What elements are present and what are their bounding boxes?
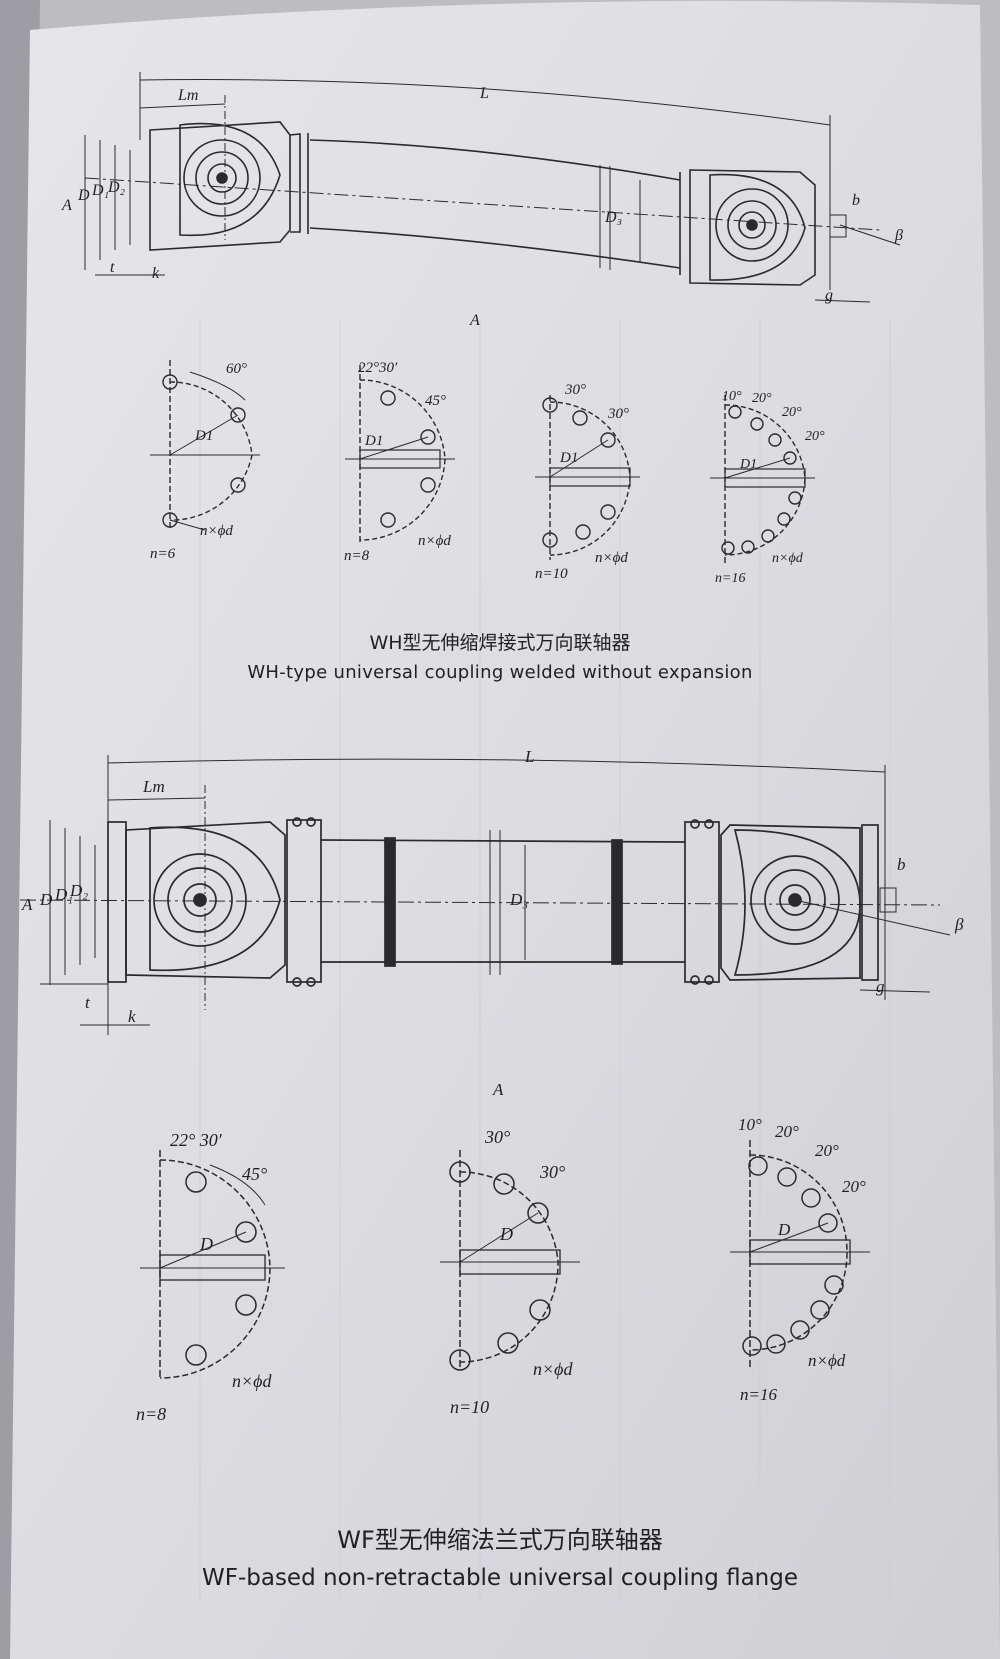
wh-dim-t: t — [110, 259, 115, 276]
wh-n8-count: n=8 — [344, 548, 370, 564]
wh-coupling-drawing — [84, 72, 901, 303]
wf-n8-count: n=8 — [136, 1404, 166, 1424]
wh-title-en: WH-type universal coupling welded withou… — [247, 662, 753, 683]
wf-dim-beta: β — [954, 915, 964, 934]
wf-dim-a: A — [21, 895, 33, 914]
wf-title-en: WF-based non-retractable universal coupl… — [201, 1565, 799, 1591]
wh-n6-d1: D1 — [194, 428, 213, 444]
wf-n16-angle-1: 20° — [775, 1122, 799, 1141]
wf-n8-angle-0: 22° 30′ — [170, 1130, 223, 1150]
wf-dim-d1: D₁ — [54, 885, 73, 904]
wh-dim-beta: β — [894, 227, 903, 244]
wh-n16-holes: n×ϕd — [772, 551, 804, 566]
wh-n6-count: n=6 — [150, 546, 176, 562]
wf-n10-angle-0: 30° — [484, 1127, 510, 1147]
wh-n8-d1: D1 — [364, 433, 383, 449]
wh-title-cn: WH型无伸缩焊接式万向联轴器 — [369, 632, 631, 654]
wf-pattern-n10 — [440, 1150, 580, 1371]
wh-n16-angle-1: 20° — [752, 391, 772, 406]
wf-dim-t: t — [85, 993, 91, 1012]
wf-title-cn: WF型无伸缩法兰式万向联轴器 — [337, 1526, 663, 1554]
wf-pattern-n8 — [140, 1150, 285, 1380]
wh-pattern-n8 — [345, 365, 455, 545]
wh-pattern-n10 — [535, 395, 640, 560]
wf-n10-d1: D — [499, 1224, 513, 1244]
wf-n16-holes: n×ϕd — [808, 1351, 846, 1370]
wf-dim-d: D — [39, 890, 53, 909]
wf-n10-holes: n×ϕd — [533, 1359, 573, 1379]
wf-dim-l: L — [524, 747, 534, 766]
wh-n10-angle-0: 30° — [564, 382, 586, 398]
wh-n8-angle-0: 22°30′ — [358, 360, 398, 376]
wh-dim-d: D — [77, 187, 90, 204]
wf-n16-d1: D — [777, 1220, 791, 1239]
wh-n10-d1: D1 — [559, 450, 578, 466]
wf-n8-holes: n×ϕd — [232, 1371, 272, 1391]
wh-dim-g: g — [825, 287, 833, 304]
wh-dim-b: b — [852, 192, 860, 209]
wh-view-label: A — [469, 312, 480, 329]
wh-n6-angle-0: 60° — [226, 361, 247, 377]
wh-n6-holes: n×ϕd — [200, 523, 233, 539]
wh-dim-d2: D₂ — [107, 179, 126, 196]
wf-n8-d1: D — [199, 1234, 213, 1254]
wh-dim-a: A — [61, 197, 72, 214]
wf-dim-g: g — [876, 977, 885, 996]
wf-n10-angle-1: 30° — [539, 1162, 565, 1182]
wh-n16-count: n=16 — [715, 571, 745, 586]
wf-dimension-labels: L Lm A D D₁ D₂ D₃ t k b β g A — [21, 747, 964, 1099]
wh-n16-angle-3: 20° — [805, 429, 825, 444]
wh-dimension-labels: L Lm A D D₁ D₂ D₃ t k b β g A — [61, 85, 903, 329]
wf-view-label: A — [492, 1080, 504, 1099]
wf-dim-lm: Lm — [142, 777, 165, 796]
wf-n10-count: n=10 — [450, 1397, 489, 1417]
wf-dim-b: b — [897, 855, 906, 874]
wh-n10-angle-1: 30° — [607, 406, 629, 422]
wf-n8-angle-1: 45° — [242, 1164, 267, 1184]
wh-n16-angle-0: 10° — [722, 389, 742, 404]
wf-dim-k: k — [128, 1007, 136, 1026]
wh-dim-k: k — [152, 265, 160, 282]
wh-pattern-n16 — [710, 395, 815, 565]
wh-n16-angle-2: 20° — [782, 405, 802, 420]
wh-pattern-n6 — [150, 360, 260, 531]
wf-dim-d3: D₃ — [509, 890, 528, 909]
wh-dim-l: L — [479, 85, 489, 102]
wf-n16-count: n=16 — [740, 1385, 777, 1404]
wh-dim-lm: Lm — [177, 87, 198, 104]
wh-n8-holes: n×ϕd — [418, 533, 451, 549]
wh-n8-angle-1: 45° — [425, 393, 446, 409]
wf-n16-angle-2: 20° — [815, 1141, 839, 1160]
wh-n10-count: n=10 — [535, 566, 568, 582]
wh-n16-d1: D1 — [739, 457, 757, 472]
wf-n16-angle-3: 20° — [842, 1177, 866, 1196]
wh-dim-d3: D₃ — [604, 209, 622, 226]
wf-dim-d2: D₂ — [69, 881, 88, 900]
wh-n10-holes: n×ϕd — [595, 550, 628, 566]
wh-dim-d1: D₁ — [91, 182, 109, 199]
wf-pattern-n16 — [730, 1140, 870, 1370]
wf-coupling-drawing — [19, 755, 951, 1035]
wf-n16-angle-0: 10° — [738, 1115, 762, 1134]
